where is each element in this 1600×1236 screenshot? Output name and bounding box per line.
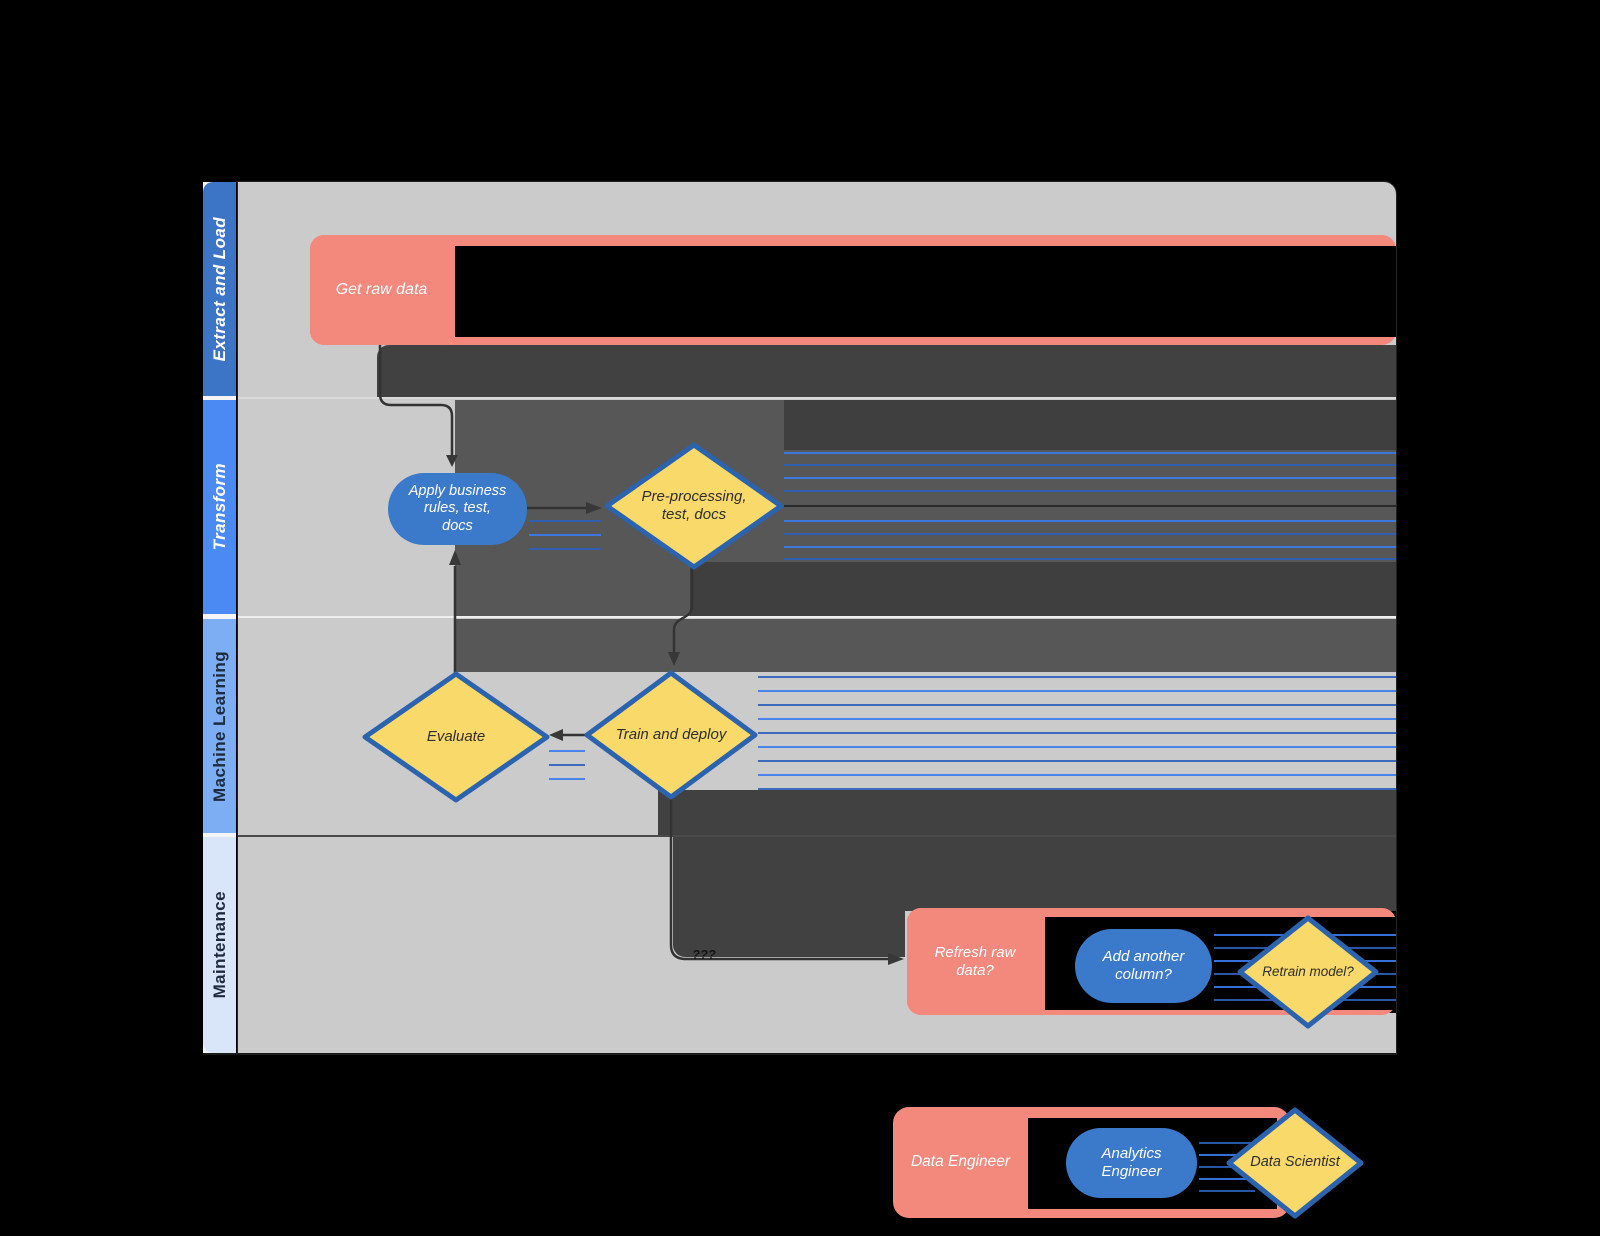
artifact-streak [758,774,1396,776]
legend-analytics-engineer[interactable]: Analytics Engineer [1066,1128,1197,1198]
node-pre-processing-shape[interactable] [604,442,784,570]
node-retrain-model-shape[interactable] [1237,915,1379,1029]
dark-region [673,911,905,957]
node-apply-business-rules[interactable]: Apply business rules, test, docs [388,473,527,545]
band-cover-lane1 [455,246,1396,337]
artifact-streak [784,533,1396,535]
node-train-and-deploy-shape[interactable] [584,670,758,800]
dark-region [456,619,1396,672]
artifact-streak [549,750,585,752]
edge-train-to-refresh[interactable] [669,797,888,961]
artifact-streak [1199,1190,1255,1192]
node-evaluate-label: Evaluate [426,728,486,745]
legend-label-line: Analytics [1101,1145,1162,1163]
node-label-line: Add another [1102,948,1185,966]
dark-region [784,400,1396,450]
lane-separator [238,397,1396,399]
dark-region [673,837,1396,911]
artifact-streak [784,452,1396,454]
lane-header-machine-learning[interactable]: Machine Learning [203,619,236,833]
node-refresh-raw-data[interactable]: Refresh raw data? [907,908,1043,1015]
artifact-streak [784,505,1396,507]
node-retrain-model-label: Retrain model? [1262,963,1354,979]
canvas-bottom-edge [203,1053,1396,1055]
edge-preprocessing-to-train[interactable] [672,567,694,652]
lane-separator [238,616,1396,618]
node-add-another-column[interactable]: Add another column? [1075,929,1212,1003]
lane-separator [238,835,1396,837]
lane-header-extract-and-load[interactable]: Extract and Load [203,182,236,396]
dark-region [377,345,1396,398]
artifact-streak [784,477,1396,479]
artifact-streak [784,490,1396,492]
node-label-line: Apply business [408,483,507,500]
node-label-line: data? [956,961,994,979]
artifact-streak [758,676,1396,678]
node-train-and-deploy-label: Train and deploy [615,726,727,743]
legend-label-line: Engineer [1101,1163,1162,1180]
artifact-streak [758,690,1396,692]
dark-region [690,562,1396,617]
node-evaluate-shape[interactable] [362,671,550,803]
edge-label-refresh[interactable]: ??? [692,947,716,962]
dark-region [658,790,1396,837]
legend-label: Data Engineer [910,1153,1011,1171]
node-pre-processing-label: Pre-processing, test, docs [641,488,747,523]
artifact-streak [784,520,1396,522]
artifact-streak [758,732,1396,734]
artifact-streak [1199,1166,1255,1168]
artifact-streak [784,546,1396,548]
artifact-streak [1199,1178,1255,1180]
artifact-streak [529,548,601,550]
artifact-streak [1199,1154,1255,1156]
artifact-streak [758,760,1396,762]
edge-get-raw-to-apply[interactable] [378,345,454,455]
legend-data-engineer[interactable]: Data Engineer [893,1107,1028,1218]
lane-header-transform[interactable]: Transform [203,400,236,614]
artifact-streak [549,778,585,780]
arrowheads [446,455,904,965]
artifact-streak [758,718,1396,720]
artifact-streak [758,704,1396,706]
lane-header-maintenance[interactable]: Maintenance [203,837,236,1053]
artifact-streak [529,520,601,522]
legend-data-scientist-shape[interactable] [1226,1107,1364,1219]
artifact-streak [549,764,585,766]
node-label-line: Refresh raw [934,943,1016,961]
legend-data-scientist-label: Data Scientist [1250,1154,1340,1171]
artifact-streak [784,558,1396,560]
artifact-streak [758,746,1396,748]
artifact-streak [529,534,601,536]
node-label-line: column? [1115,966,1172,983]
artifact-streak [1199,1142,1255,1144]
node-label-line: rules, test, [424,500,491,517]
node-label: Get raw data [335,280,428,298]
artifact-streak [758,788,1396,790]
node-label-line: docs [442,517,473,534]
node-get-raw-data[interactable]: Get raw data [310,235,453,345]
artifact-streak [784,464,1396,466]
